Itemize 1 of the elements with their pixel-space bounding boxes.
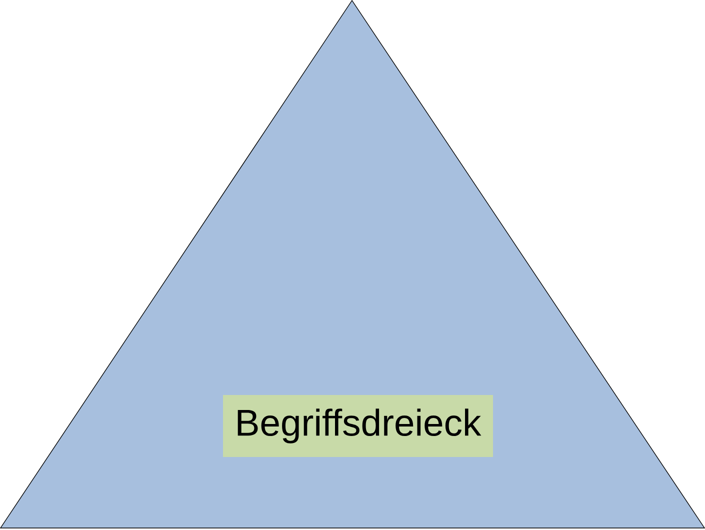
label-box: Begriffsdreieck xyxy=(223,394,493,457)
